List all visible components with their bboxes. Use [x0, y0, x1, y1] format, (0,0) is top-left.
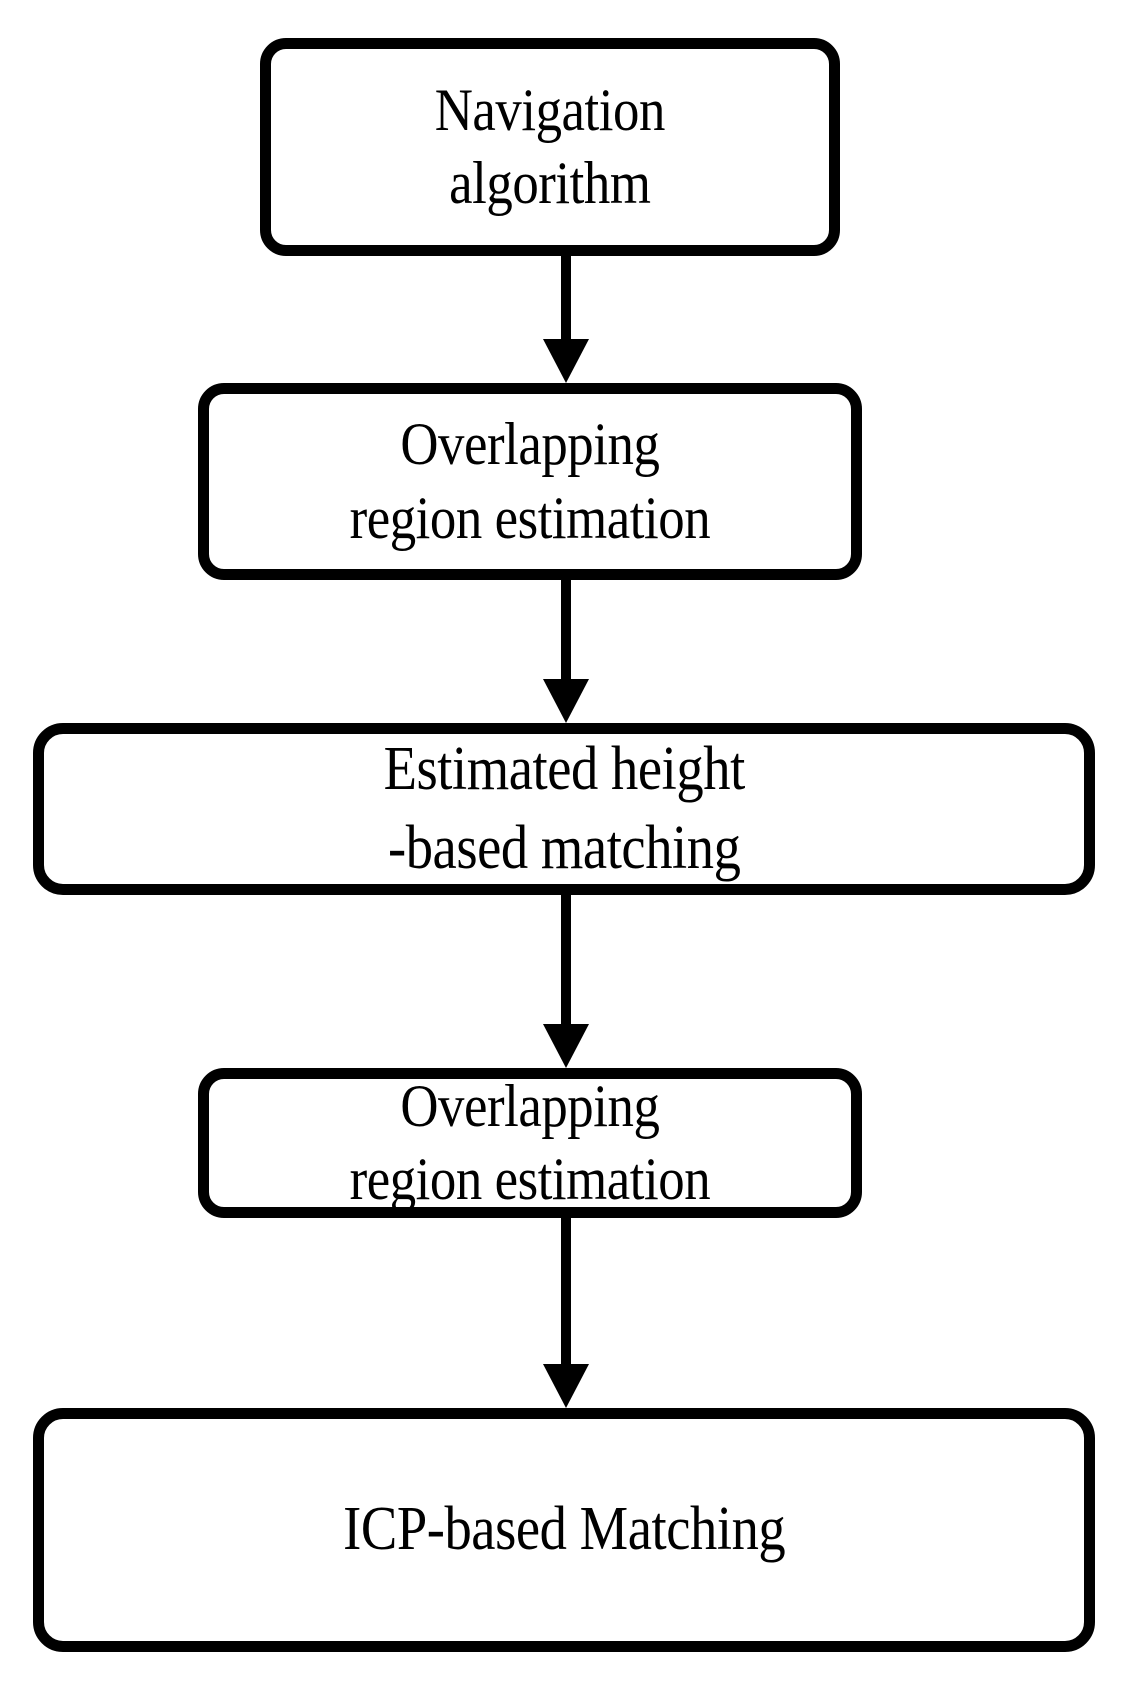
node-label: ICP-based Matching — [342, 1495, 786, 1564]
flowchart-node-icp-based-matching[interactable]: ICP-based Matching — [33, 1408, 1095, 1652]
node-label: Overlapping region estimation — [349, 411, 711, 551]
arrow-node1-to-node2 — [536, 256, 596, 383]
node-label: Estimated height -based matching — [383, 734, 745, 882]
arrow-head-down-icon — [543, 1364, 589, 1408]
arrow-stem — [561, 895, 571, 1024]
node-label: Navigation algorithm — [434, 76, 666, 216]
node-label: Overlapping region estimation — [349, 1072, 711, 1212]
arrow-stem — [561, 256, 571, 339]
arrow-head-down-icon — [543, 339, 589, 383]
arrow-stem — [561, 580, 571, 679]
flowchart-node-overlapping-region-estimation-1[interactable]: Overlapping region estimation — [198, 383, 862, 580]
arrow-stem — [561, 1218, 571, 1364]
flowchart-node-estimated-height-based-matching[interactable]: Estimated height -based matching — [33, 723, 1095, 895]
flowchart-node-navigation-algorithm[interactable]: Navigation algorithm — [260, 38, 840, 256]
arrow-head-down-icon — [543, 679, 589, 723]
flowchart-node-overlapping-region-estimation-2[interactable]: Overlapping region estimation — [198, 1068, 862, 1218]
arrow-head-down-icon — [543, 1024, 589, 1068]
arrow-node3-to-node4 — [536, 895, 596, 1068]
arrow-node4-to-node5 — [536, 1218, 596, 1408]
arrow-node2-to-node3 — [536, 580, 596, 723]
